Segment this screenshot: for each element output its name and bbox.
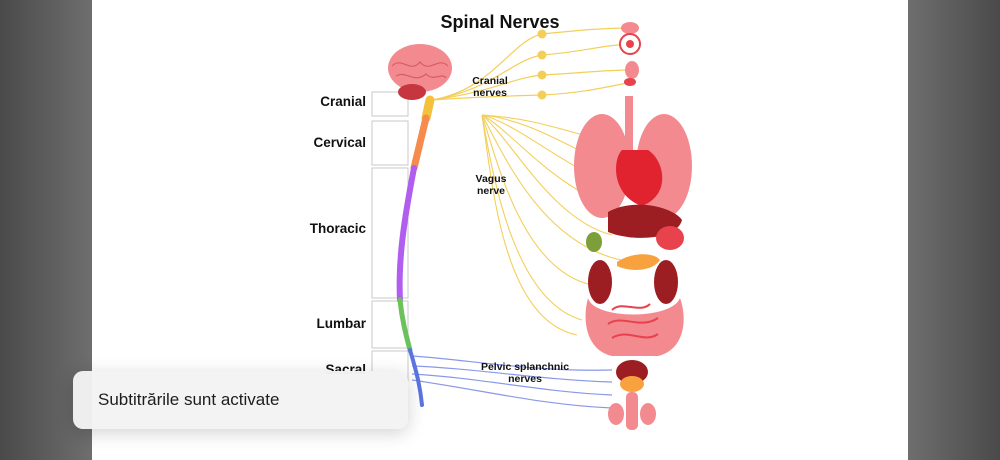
- segment-label-thoracic: Thoracic: [309, 221, 366, 236]
- captions-toast: Subtitrările sunt activate: [73, 371, 408, 429]
- nervous-system-diagram: [371, 22, 692, 430]
- bracket-cervical: [371, 120, 409, 166]
- spinal-cord: [396, 95, 435, 407]
- segment-label-lumbar: Lumbar: [316, 316, 366, 331]
- segment-label-cranial: Cranial: [320, 94, 366, 109]
- sense-organs-icon: [619, 22, 641, 86]
- vagus-nerve-label: Vagus nerve: [475, 173, 507, 197]
- organs-illustration: [574, 96, 692, 430]
- cranial-nerve-nodes: [537, 29, 547, 100]
- cranial-nerves-label: Cranial nerves: [472, 75, 508, 99]
- segment-label-cervical: Cervical: [313, 135, 366, 150]
- right-letterbox: [908, 0, 1000, 460]
- bracket-thoracic: [371, 167, 409, 299]
- brain-icon: [388, 44, 452, 100]
- bracket-lumbar: [371, 300, 409, 349]
- captions-toast-text: Subtitrările sunt activate: [98, 390, 280, 409]
- slide-title: Spinal Nerves: [440, 12, 560, 32]
- pelvic-nerves-label: Pelvic splanchnic nerves: [480, 361, 570, 385]
- bracket-cranial: [371, 91, 409, 117]
- pelvic-nerve-lines: [411, 355, 613, 409]
